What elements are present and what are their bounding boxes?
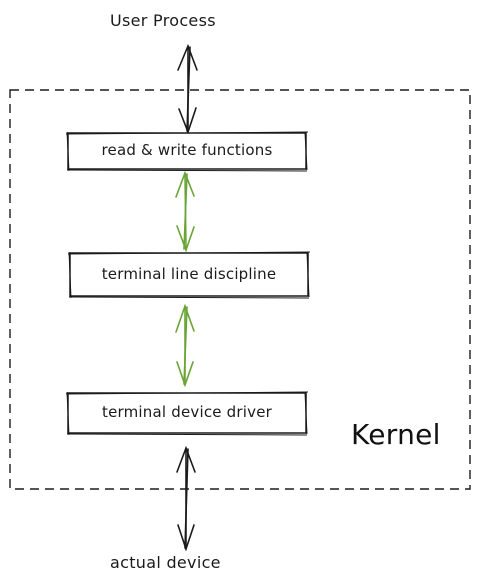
arrow-read-write-to-line-discipline xyxy=(175,170,195,253)
box-read-write xyxy=(65,131,309,172)
box-label-device-driver: terminal device driver xyxy=(102,403,272,421)
label-actual-device: actual device xyxy=(110,553,221,572)
arrow-user-to-read-write xyxy=(177,43,198,135)
label-kernel: Kernel xyxy=(351,418,441,451)
box-line-discipline xyxy=(67,251,311,299)
box-device-driver xyxy=(65,391,309,436)
box-label-read-write: read & write functions xyxy=(101,141,273,159)
box-label-line-discipline: terminal line discipline xyxy=(101,265,277,283)
arrow-device-driver-to-actual-device xyxy=(176,445,196,552)
kernel-boundary xyxy=(9,89,471,490)
label-user-process: User Process xyxy=(110,11,216,30)
arrow-line-discipline-to-device-driver xyxy=(175,303,195,388)
